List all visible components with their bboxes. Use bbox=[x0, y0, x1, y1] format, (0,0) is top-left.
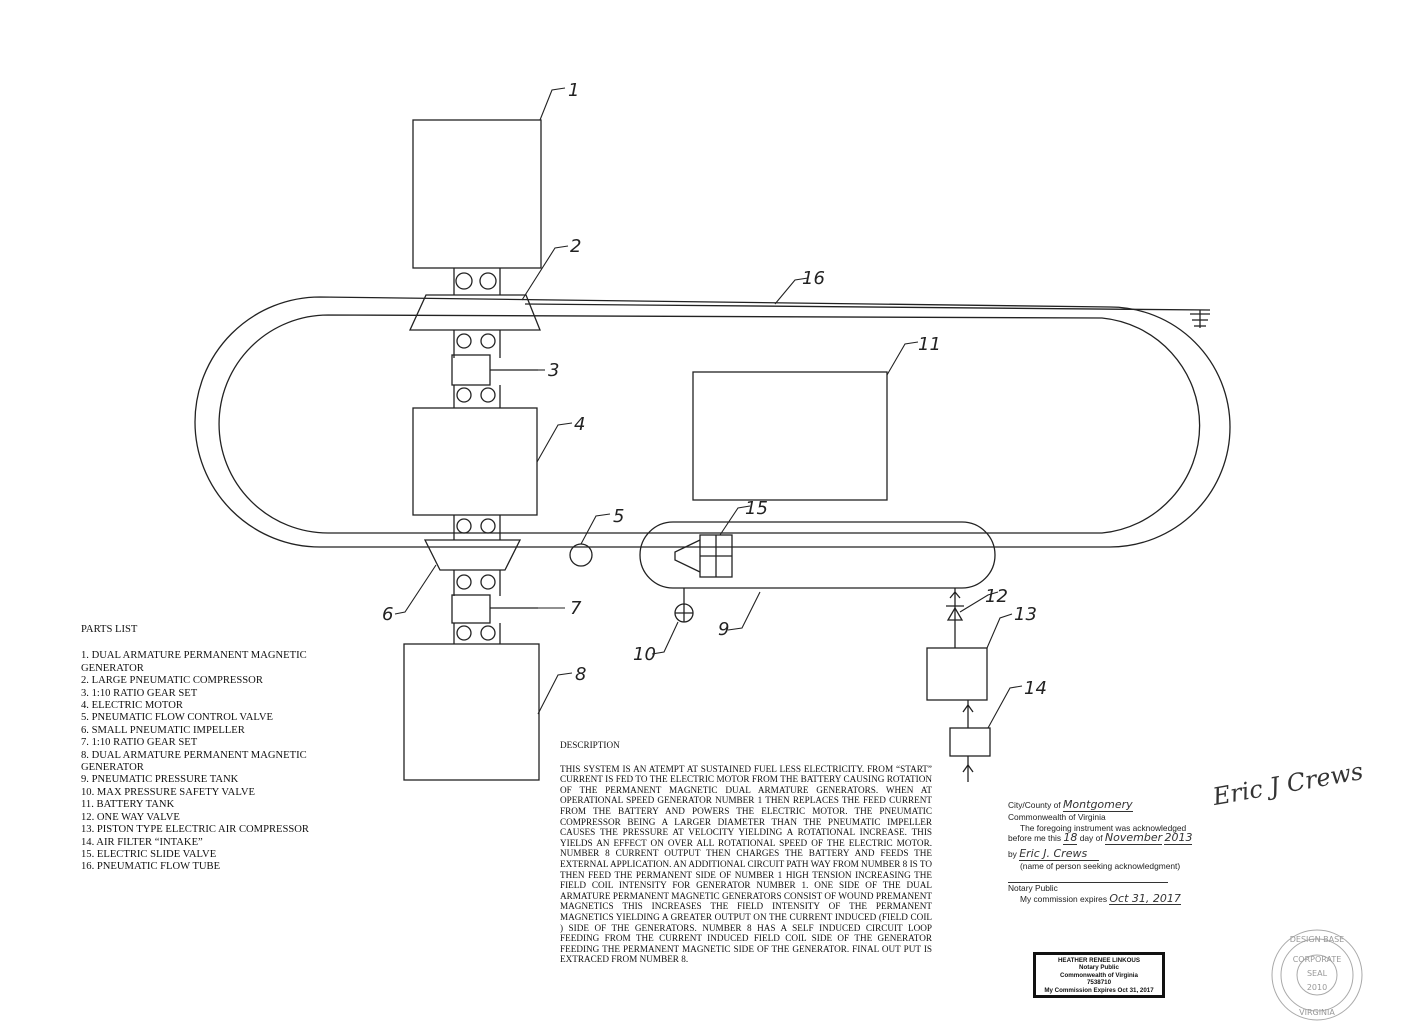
bearing-pair bbox=[453, 515, 501, 540]
day-value: 18 bbox=[1063, 831, 1078, 846]
list-item: 1. DUAL ARMATURE PERMANENT MAGNETIC GENE… bbox=[81, 650, 307, 674]
notary-stamp: HEATHER RENEE LINKOUS Notary Public Comm… bbox=[1033, 952, 1165, 998]
by-label: by bbox=[1008, 849, 1017, 860]
name-note: (name of person seeking acknowledgment) bbox=[1020, 860, 1181, 871]
callout-15: 15 bbox=[745, 498, 768, 519]
battery-11-box bbox=[692, 371, 888, 501]
notary-signature-line bbox=[1008, 872, 1168, 883]
list-item: 16. PNEUMATIC FLOW TUBE bbox=[81, 861, 221, 873]
flow-tube-outer bbox=[194, 296, 1231, 548]
month-value: November bbox=[1104, 831, 1163, 846]
callout-13: 13 bbox=[1014, 604, 1037, 625]
list-item: 15. ELECTRIC SLIDE VALVE bbox=[81, 848, 217, 860]
list-item: 3. 1:10 RATIO GEAR SET bbox=[81, 687, 198, 699]
year-value: 2013 bbox=[1164, 831, 1193, 846]
callout-3: 3 bbox=[548, 360, 559, 381]
commonwealth-line: Commonwealth of Virginia bbox=[1008, 811, 1106, 822]
parts-list-items: 1. DUAL ARMATURE PERMANENT MAGNETIC GENE… bbox=[81, 650, 341, 873]
stamp-line-state: Commonwealth of Virginia bbox=[1060, 971, 1138, 979]
list-item: 8. DUAL ARMATURE PERMANENT MAGNETIC GENE… bbox=[81, 749, 307, 774]
bearing-pair bbox=[453, 330, 501, 358]
stamp-line-expiry: My Commission Expires Oct 31, 2017 bbox=[1044, 986, 1154, 994]
callout-1: 1 bbox=[568, 80, 579, 101]
bearing-pair bbox=[453, 623, 501, 644]
expires-label: My commission expires bbox=[1020, 893, 1108, 904]
one-way-valve-12-icon bbox=[946, 590, 964, 621]
impeller-6-shape bbox=[423, 539, 522, 571]
bearing-pair bbox=[453, 268, 501, 295]
callout-10: 10 bbox=[633, 644, 656, 665]
callout-2: 2 bbox=[570, 236, 581, 257]
by-value: Eric J. Crews bbox=[1019, 848, 1100, 861]
list-item: 10. MAX PRESSURE SAFETY VALVE bbox=[81, 786, 255, 798]
seal-text-year: 2010 bbox=[1307, 983, 1327, 992]
parts-list: PARTS LIST 1. DUAL ARMATURE PERMANENT MA… bbox=[81, 624, 341, 874]
callout-16: 16 bbox=[802, 268, 825, 289]
callout-4: 4 bbox=[574, 414, 585, 435]
bearing-pair bbox=[453, 385, 501, 408]
seal-text-top: DESIGN BASE bbox=[1290, 935, 1344, 944]
generator-1-box bbox=[412, 119, 542, 269]
description-block: DESCRIPTION THIS SYSTEM IS AN ATEMPT AT … bbox=[560, 740, 932, 965]
gear-set-7-box bbox=[451, 594, 491, 624]
callout-7: 7 bbox=[570, 598, 582, 619]
leader-lines bbox=[394, 87, 1023, 729]
list-item: 6. SMALL PNEUMATIC IMPELLER bbox=[81, 724, 245, 736]
list-item: 12. ONE WAY VALVE bbox=[81, 811, 180, 823]
expires-value: Oct 31, 2017 bbox=[1109, 891, 1181, 906]
air-compressor-13-box bbox=[926, 647, 988, 701]
callout-9: 9 bbox=[718, 619, 729, 640]
before-label: before me this bbox=[1008, 833, 1062, 844]
compressor-2-shape bbox=[408, 294, 541, 331]
seal-text-seal: SEAL bbox=[1307, 969, 1328, 978]
callout-11: 11 bbox=[918, 334, 941, 355]
tank-9-shape bbox=[639, 521, 996, 589]
city-value: Montgomery bbox=[1062, 798, 1133, 812]
stamp-line-title: Notary Public bbox=[1079, 964, 1119, 972]
list-item: 7. 1:10 RATIO GEAR SET bbox=[81, 737, 198, 749]
list-item: 2. LARGE PNEUMATIC COMPRESSOR bbox=[81, 675, 263, 687]
stamp-line-number: 7538710 bbox=[1086, 979, 1112, 987]
flow-tube-inner bbox=[218, 314, 1201, 534]
wire-16 bbox=[524, 303, 1211, 311]
notary-block: City/County of Montgomery Commonwealth o… bbox=[1008, 798, 1193, 906]
seal-text-bottom: VIRGINIA bbox=[1299, 1008, 1335, 1017]
callout-6: 6 bbox=[382, 604, 393, 625]
list-item: 14. AIR FILTER “INTAKE” bbox=[81, 836, 203, 848]
parts-list-title: PARTS LIST bbox=[81, 624, 138, 635]
list-item: 9. PNEUMATIC PRESSURE TANK bbox=[81, 774, 239, 786]
motor-4-box bbox=[412, 407, 538, 516]
generator-8-box bbox=[403, 643, 540, 781]
ground-icon bbox=[1190, 310, 1210, 328]
gear-set-3-box bbox=[451, 354, 491, 386]
bearing-pair bbox=[453, 570, 501, 596]
acknowledgment-line: The foregoing instrument was acknowledge… bbox=[1020, 822, 1187, 833]
description-title: DESCRIPTION bbox=[560, 740, 620, 750]
callout-8: 8 bbox=[575, 664, 586, 685]
stamp-line-name: HEATHER RENEE LINKOUS bbox=[1057, 957, 1141, 964]
callout-14: 14 bbox=[1024, 678, 1047, 699]
list-item: 4. ELECTRIC MOTOR bbox=[81, 700, 183, 712]
list-item: 13. PISTON TYPE ELECTRIC AIR COMPRESSOR bbox=[81, 824, 310, 836]
air-filter-14-box bbox=[949, 727, 991, 757]
description-body: THIS SYSTEM IS AN ATEMPT AT SUSTAINED FU… bbox=[560, 763, 932, 965]
day-label: day of bbox=[1079, 833, 1103, 844]
seal-text-corporate: CORPORATE bbox=[1293, 955, 1342, 964]
city-label: City/County of bbox=[1008, 800, 1061, 810]
notary-public-label: Notary Public bbox=[1008, 882, 1058, 893]
callout-12: 12 bbox=[985, 586, 1008, 607]
list-item: 11. BATTERY TANK bbox=[81, 799, 175, 811]
corporate-seal: DESIGN BASE CORPORATE SEAL 2010 VIRGINIA bbox=[1271, 929, 1363, 1021]
list-item: 5. PNEUMATIC FLOW CONTROL VALVE bbox=[81, 712, 273, 724]
callout-5: 5 bbox=[613, 506, 624, 527]
